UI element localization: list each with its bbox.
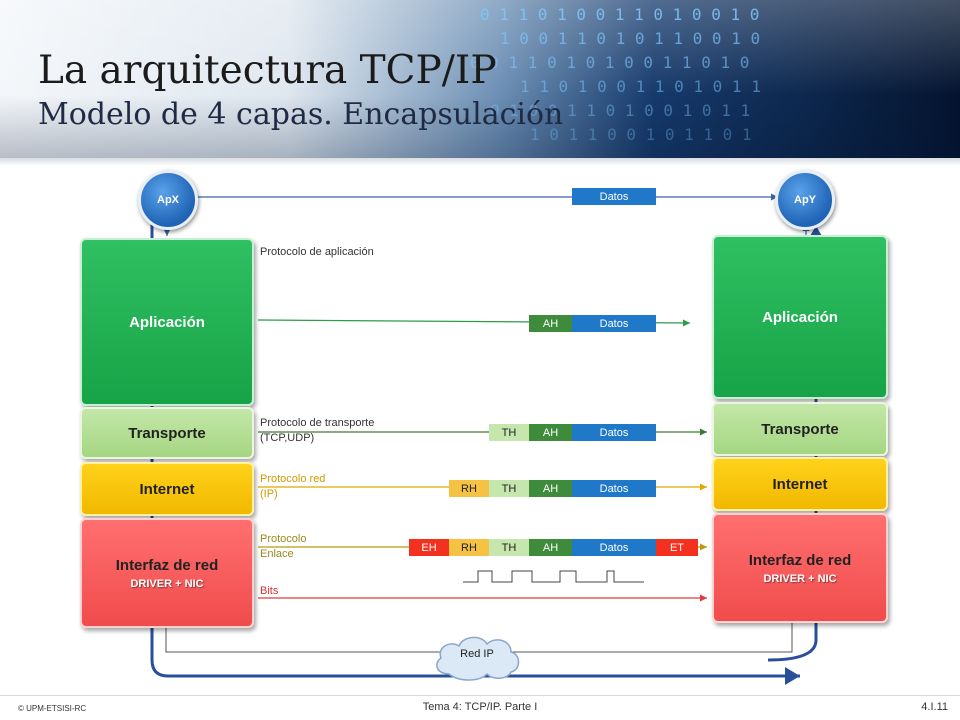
layer-label: Transporte xyxy=(128,424,206,442)
packet-link-header: EH xyxy=(409,539,449,556)
header-banner: 0 1 1 0 1 0 0 1 1 0 1 0 0 1 0 1 0 0 1 1 … xyxy=(0,0,960,158)
packet-data: Datos xyxy=(572,539,656,556)
svg-text:1 0 0 1 1 0 1 0 1 1 0 0 1 0: 1 0 0 1 1 0 1 0 1 1 0 0 1 0 xyxy=(500,29,760,48)
node-apy[interactable]: ApY xyxy=(775,170,835,230)
right-interface-layer[interactable]: Interfaz de red DRIVER + NIC xyxy=(712,513,888,623)
layer-sublabel: DRIVER + NIC xyxy=(130,577,204,590)
packet-transport-header: TH xyxy=(489,424,529,441)
footer-copyright: © UPM-ETSISI-RC xyxy=(18,704,87,713)
packet-link-trailer: ET xyxy=(656,539,698,556)
packet-data: Datos xyxy=(572,424,656,441)
left-transport-layer[interactable]: Transporte xyxy=(80,407,254,459)
layer-label: Aplicación xyxy=(129,313,205,331)
cloud-icon xyxy=(436,636,520,681)
page-subtitle: Modelo de 4 capas. Encapsulación xyxy=(38,97,564,132)
footer-topic: Tema 4: TCP/IP. Parte I xyxy=(422,701,538,713)
packet-network-header: RH xyxy=(449,539,489,556)
page-title: La arquitectura TCP/IP xyxy=(38,48,497,93)
packet-data: Datos xyxy=(572,480,656,497)
right-internet-layer[interactable]: Internet xyxy=(712,457,888,511)
svg-text:1 1 0 1 0 0 1 1 0 1 0 1 1: 1 1 0 1 0 0 1 1 0 1 0 1 1 xyxy=(520,77,761,96)
packet-app-header: AH xyxy=(529,539,572,556)
binary-background-graphic: 0 1 1 0 1 0 0 1 1 0 1 0 0 1 0 1 0 0 1 1 … xyxy=(470,5,761,144)
layer-label: Internet xyxy=(772,475,828,493)
right-application-layer[interactable]: Aplicación xyxy=(712,235,888,399)
layer-label: Interfaz de red xyxy=(748,551,852,569)
packet-transport-header: TH xyxy=(489,480,529,497)
layer-label: Transporte xyxy=(761,420,839,438)
svg-text:0 0 1 1 0 1 0 1 0 0 1 1 0 1 0: 0 0 1 1 0 1 0 1 0 0 1 1 0 1 0 xyxy=(470,53,749,72)
footer-page-number: 4.I.11 xyxy=(921,701,948,713)
svg-text:1 0 1 1 0 0 1 0 1 1 0 1: 1 0 1 1 0 0 1 0 1 1 0 1 xyxy=(530,125,752,144)
left-internet-layer[interactable]: Internet xyxy=(80,462,254,516)
header-divider xyxy=(0,158,960,166)
label-link-protocol: Protocolo Enlace xyxy=(260,533,307,560)
layer-sublabel: DRIVER + NIC xyxy=(763,572,837,585)
packet-transport-header: TH xyxy=(489,539,529,556)
network-label: Red IP xyxy=(460,648,494,660)
right-transport-layer[interactable]: Transporte xyxy=(712,402,888,456)
left-application-layer[interactable]: Aplicación xyxy=(80,238,254,406)
packet-app-header: AH xyxy=(529,315,572,332)
label-app-protocol: Protocolo de aplicación xyxy=(260,246,374,258)
svg-text:0 1 1 0 1 0 0 1 1 0 1 0 0 1 0: 0 1 1 0 1 0 0 1 1 0 1 0 0 1 0 xyxy=(480,5,759,24)
svg-text:0 1 0 0 1 1 0 1 0 0 1 0 1 1: 0 1 0 0 1 1 0 1 0 0 1 0 1 1 xyxy=(490,101,750,120)
label-network-protocol: Protocolo red (IP) xyxy=(260,473,326,500)
packet-app-header: AH xyxy=(529,480,572,497)
layer-label: Internet xyxy=(139,480,195,498)
footer-divider xyxy=(0,695,960,696)
node-apx[interactable]: ApX xyxy=(138,170,198,230)
packet-data: Datos xyxy=(572,315,656,332)
bit-signal xyxy=(463,570,644,583)
left-interface-layer[interactable]: Interfaz de red DRIVER + NIC xyxy=(80,518,254,628)
packet-data: Datos xyxy=(572,188,656,205)
packet-app-header: AH xyxy=(529,424,572,441)
layer-label: Interfaz de red xyxy=(115,556,219,574)
packet-network-header: RH xyxy=(449,480,489,497)
label-bits: Bits xyxy=(260,585,279,597)
layer-label: Aplicación xyxy=(762,308,838,326)
label-transport-protocol: Protocolo de transporte (TCP,UDP) xyxy=(260,417,375,444)
